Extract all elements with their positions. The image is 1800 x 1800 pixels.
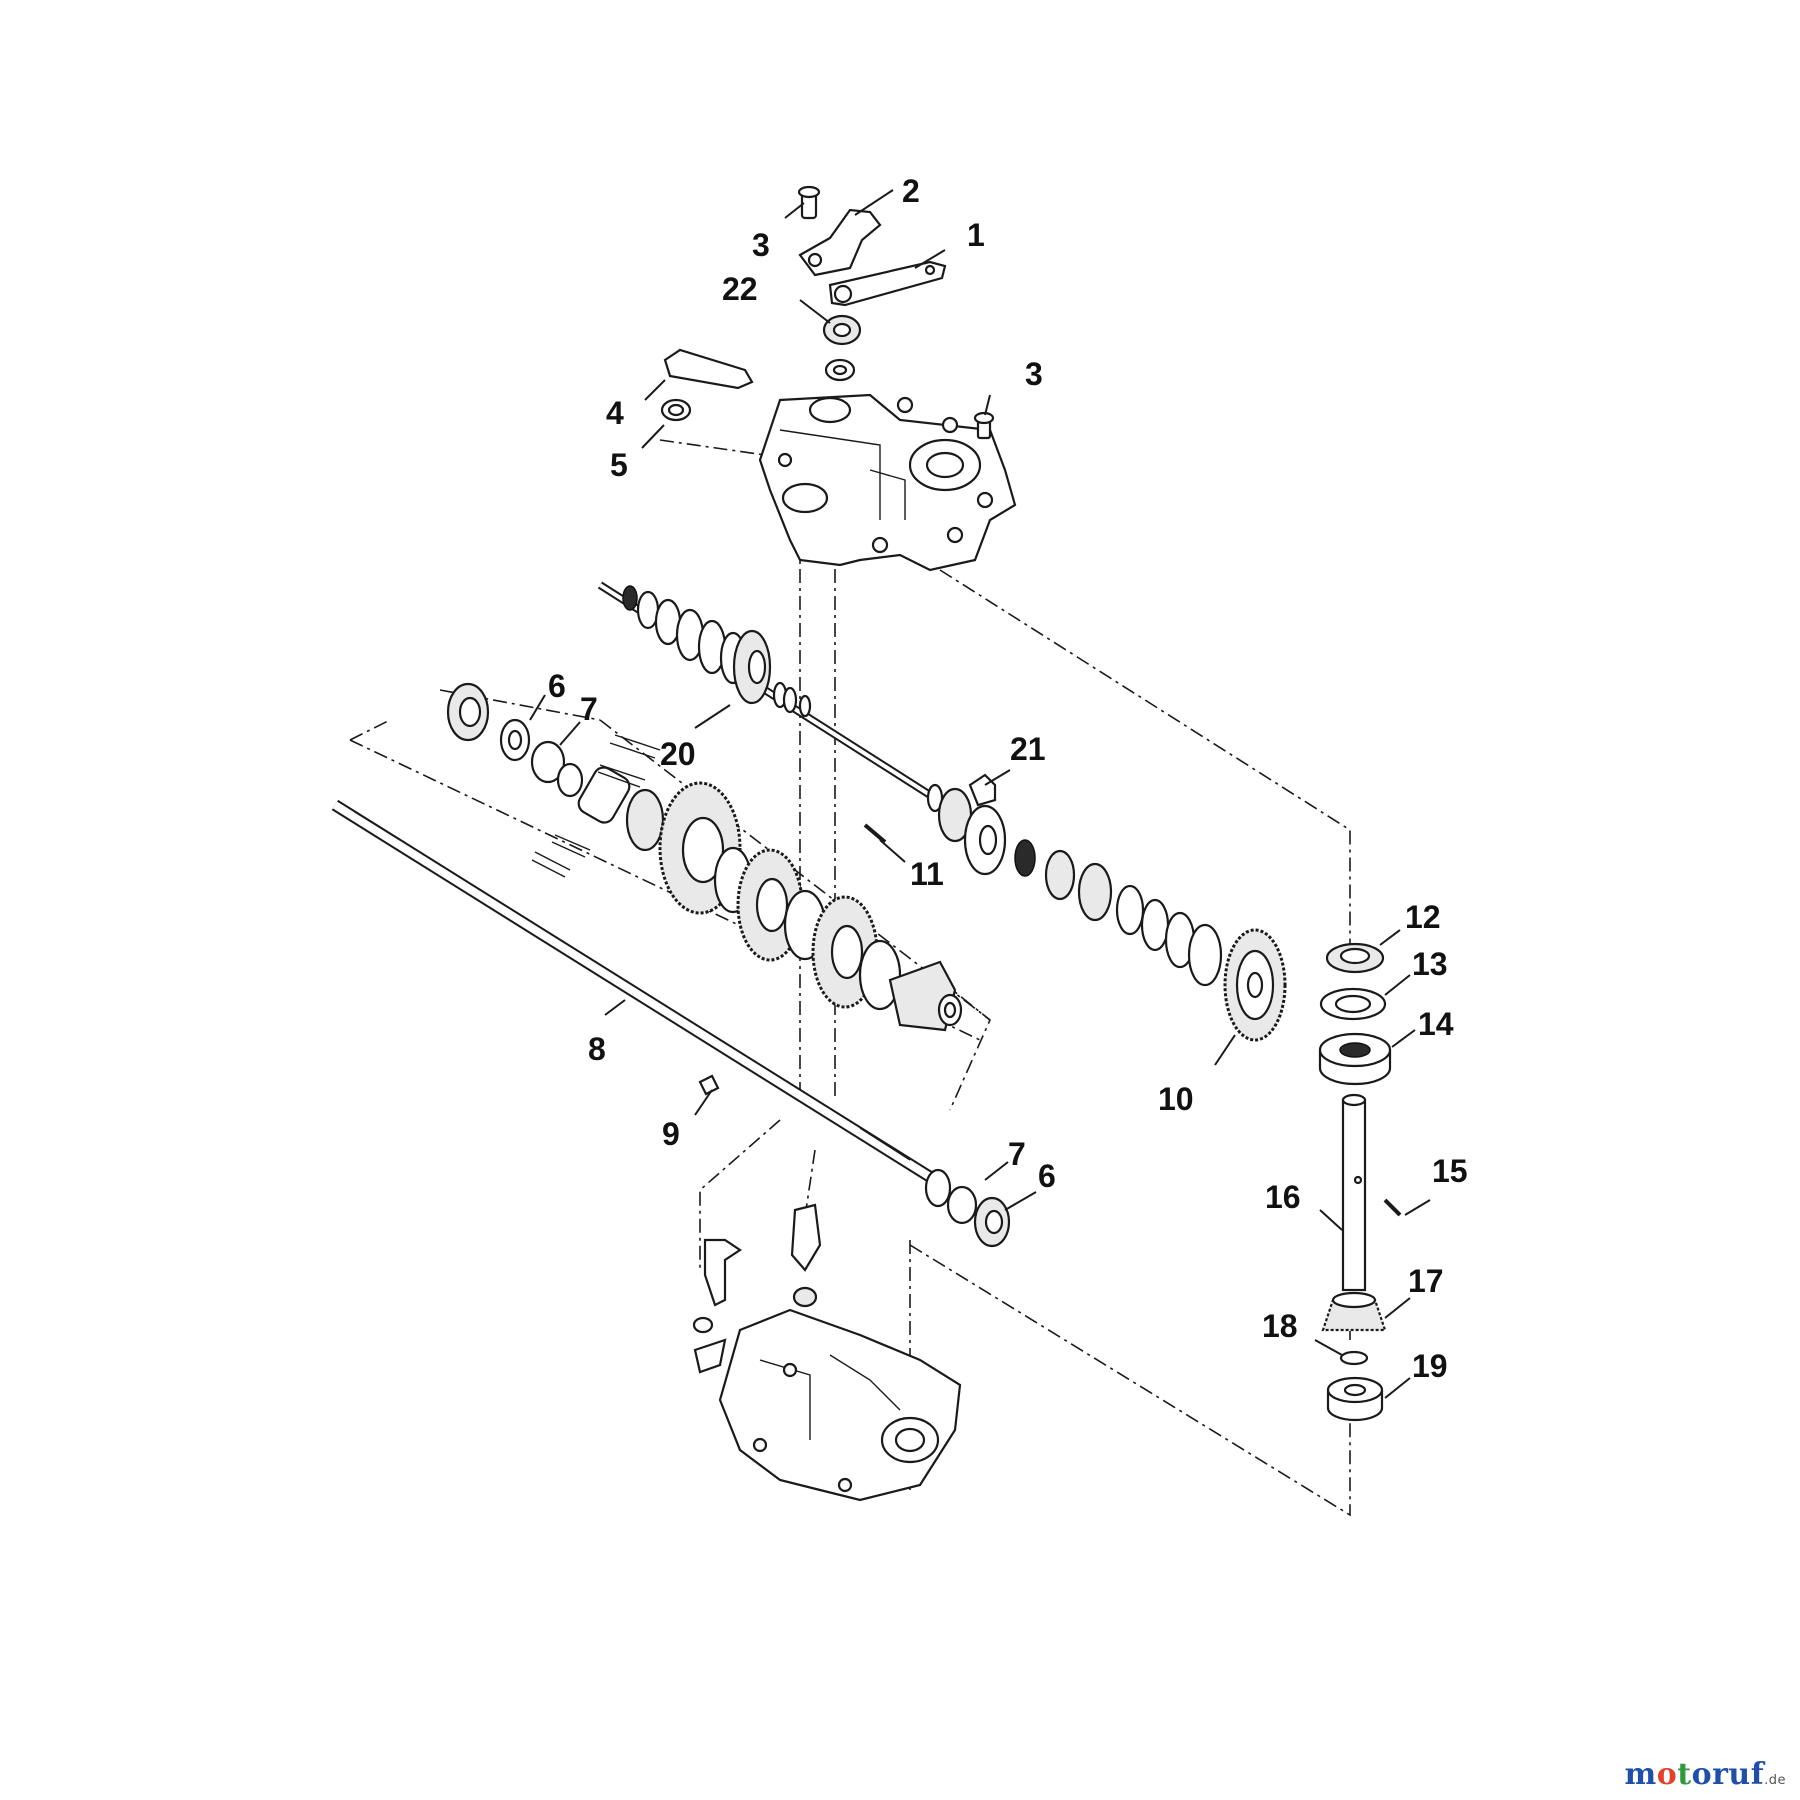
part-bushing-19 <box>1326 1376 1384 1422</box>
part-bearing-12 <box>1325 942 1385 974</box>
callout-13: 13 <box>1412 946 1448 982</box>
watermark-letter-t: t <box>1677 1757 1692 1792</box>
callout-17: 17 <box>1408 1263 1444 1299</box>
shift-fork-left <box>692 1238 742 1374</box>
callout-19: 19 <box>1412 1348 1448 1384</box>
axle-gears <box>658 781 963 1032</box>
watermark-tld: .de <box>1764 1773 1786 1788</box>
callout-15: 15 <box>1432 1153 1468 1189</box>
motoruf-logo-watermark: motoruf.de <box>1624 1757 1786 1792</box>
right-bearing-group <box>924 1168 1011 1248</box>
watermark-letter-m: m <box>1624 1757 1657 1792</box>
callout-6-right: 6 <box>1038 1158 1056 1194</box>
part-bolt-3-top <box>797 185 821 220</box>
shaft-20-gear-stack <box>926 783 1223 987</box>
part-bracket-2 <box>798 208 882 277</box>
spring-clips <box>531 734 661 878</box>
callout-1: 1 <box>967 217 985 253</box>
callout-8: 8 <box>588 1031 606 1067</box>
part-washer-13 <box>1319 987 1387 1021</box>
part-bevel-gear-10 <box>1223 928 1287 1042</box>
callout-12: 12 <box>1405 899 1441 935</box>
upper-housing <box>758 393 1017 572</box>
callout-18: 18 <box>1262 1308 1298 1344</box>
callout-10: 10 <box>1158 1081 1194 1117</box>
callout-16: 16 <box>1265 1179 1301 1215</box>
callout-14: 14 <box>1418 1006 1454 1042</box>
callout-3-top: 3 <box>752 227 770 263</box>
part-key-9 <box>698 1074 720 1096</box>
part-key-21 <box>968 773 997 807</box>
callout-22: 22 <box>722 271 758 307</box>
leader-lines <box>529 189 1431 1399</box>
part-pinion-17 <box>1321 1291 1387 1332</box>
callout-21: 21 <box>1010 731 1046 767</box>
part-ring-18 <box>1339 1350 1369 1366</box>
callout-4: 4 <box>606 395 624 431</box>
left-bearing-group <box>446 682 665 852</box>
callout-7-right: 7 <box>1008 1136 1026 1172</box>
shift-fork-right <box>790 1203 822 1308</box>
lower-housing <box>718 1308 962 1502</box>
part-lever-1 <box>828 260 947 307</box>
part-axle-8 <box>331 799 939 1186</box>
part-ring-5 <box>660 398 692 422</box>
part-shaft-16 <box>1341 1093 1367 1292</box>
watermark-letters-oruf: oruf <box>1691 1757 1765 1792</box>
callout-3-right: 3 <box>1025 356 1043 392</box>
part-washer-22b <box>824 358 856 382</box>
part-bearing-14 <box>1318 1032 1392 1086</box>
callout-7-left: 7 <box>580 691 598 727</box>
callout-11: 11 <box>910 856 944 892</box>
part-handle-4 <box>663 348 754 390</box>
watermark-letter-o: o <box>1656 1757 1678 1792</box>
callout-2: 2 <box>902 173 920 209</box>
callout-20: 20 <box>660 736 696 772</box>
callout-5: 5 <box>610 447 628 483</box>
callout-9: 9 <box>662 1116 680 1152</box>
part-bolt-3-right <box>973 411 995 440</box>
shaft-20-washers <box>622 585 812 718</box>
callout-labels: 1 2 3 3 4 5 6 6 7 7 8 9 10 11 12 13 14 1… <box>548 173 1468 1384</box>
part-pin-11 <box>863 823 887 844</box>
part-pin-15 <box>1383 1198 1402 1217</box>
part-nut-22 <box>822 314 862 346</box>
callout-6-left: 6 <box>548 668 566 704</box>
